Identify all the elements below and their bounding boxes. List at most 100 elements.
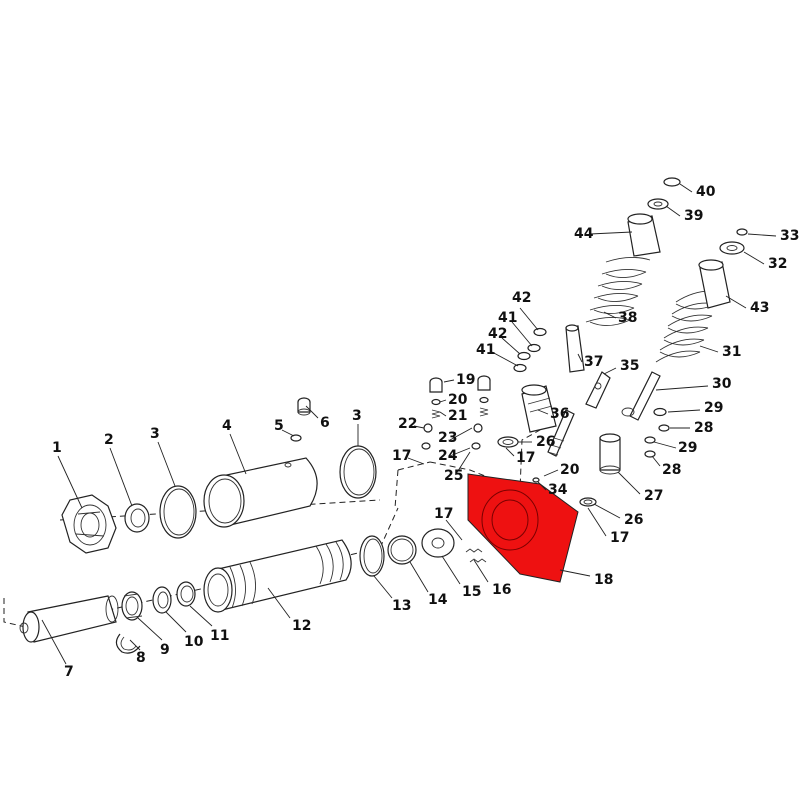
callout-18: 18 [594, 572, 613, 588]
leader-line-13 [373, 575, 393, 599]
part-35-link [585, 371, 611, 409]
callout-38: 38 [618, 310, 637, 326]
part-9-bushing [121, 591, 143, 621]
callout-33: 33 [780, 228, 799, 244]
callout-3b: 3 [352, 408, 362, 424]
part-24-25-seats [421, 442, 481, 450]
part-37-plunger [565, 324, 585, 373]
callout-17d: 17 [610, 530, 629, 546]
leader-line-11 [189, 605, 213, 627]
leader-line-31 [699, 345, 719, 353]
leader-line-41b [511, 321, 533, 347]
callout-17b: 17 [434, 506, 453, 522]
part-36b-threaded-stem [547, 409, 575, 457]
leader-line-4 [229, 433, 247, 475]
callout-17a: 17 [392, 448, 411, 464]
part-5-washer [290, 434, 302, 442]
callout-43: 43 [750, 300, 769, 316]
leader-line-22 [413, 425, 425, 429]
part-32-washer [719, 241, 745, 255]
callout-40: 40 [696, 184, 716, 200]
part-26-seal-upper [497, 436, 519, 448]
part-19-plug-left [429, 377, 443, 393]
callout-1: 1 [52, 440, 62, 456]
part-40-ring [663, 177, 681, 187]
callout-29a: 29 [704, 400, 723, 416]
callout-2: 2 [104, 432, 114, 448]
callout-30: 30 [712, 376, 732, 392]
part-12-ram [203, 539, 352, 613]
leader-line-18 [559, 569, 591, 577]
callout-42a: 42 [488, 326, 507, 342]
leader-line-17b [445, 519, 463, 541]
leader-line-6 [305, 405, 319, 419]
callout-41a: 41 [476, 342, 495, 358]
part-1-nut [61, 494, 117, 554]
callout-34: 34 [548, 482, 568, 498]
leader-line-30 [655, 385, 709, 391]
callout-19: 19 [456, 372, 475, 388]
leader-line-37 [577, 353, 583, 363]
part-30-plunger [621, 371, 661, 421]
leader-line-15 [441, 555, 461, 585]
leader-line-20b [543, 469, 559, 477]
leader-line-29a [667, 409, 701, 413]
callout-10: 10 [184, 634, 204, 650]
callout-31: 31 [722, 344, 741, 360]
callout-25: 25 [444, 468, 463, 484]
part-26-seal-lower [579, 497, 597, 507]
leader-line-1 [57, 455, 83, 509]
part-6-plug [297, 397, 311, 416]
callout-39: 39 [684, 208, 703, 224]
callout-23: 23 [438, 430, 457, 446]
callout-28a: 28 [694, 420, 713, 436]
leader-line-19 [443, 379, 455, 383]
callout-17c: 17 [516, 450, 535, 466]
part-14-back-ring [387, 535, 417, 565]
leader-line-42a [501, 337, 521, 355]
callout-4: 4 [222, 418, 232, 434]
leader-line-7 [41, 619, 67, 665]
part-33-ring [736, 228, 748, 236]
callout-37: 37 [584, 354, 603, 370]
leader-line-25 [455, 451, 471, 475]
callout-9: 9 [160, 642, 170, 658]
leader-line-9 [137, 617, 163, 641]
part-10-seal [152, 586, 172, 614]
leader-line-44 [589, 231, 633, 235]
leader-line-5 [281, 429, 295, 437]
leader-line-38 [603, 311, 617, 319]
leader-line-39 [665, 205, 681, 217]
leader-line-3a [157, 441, 176, 487]
callout-22: 22 [398, 416, 417, 432]
leader-line-12 [267, 587, 291, 619]
leader-line-32 [743, 251, 765, 265]
part-27-pump-barrel [599, 433, 621, 475]
leader-line-43 [725, 295, 747, 309]
callout-15: 15 [462, 584, 481, 600]
leader-line-10 [165, 611, 187, 633]
callout-28b: 28 [662, 462, 681, 478]
part-2-ring [124, 503, 150, 533]
leader-line-23 [449, 427, 473, 441]
part-41-42-seals [513, 327, 547, 373]
callout-26b: 26 [624, 512, 643, 528]
part-38-spring [585, 257, 651, 326]
part-3-o-ring-left [159, 485, 197, 539]
part-13-o-ring [359, 535, 385, 577]
leader-line-40 [679, 183, 693, 193]
leader-line-2 [109, 447, 133, 507]
leader-line-17d [587, 507, 607, 537]
callout-7: 7 [64, 664, 74, 680]
leader-line-17a [407, 457, 425, 465]
callout-27: 27 [644, 488, 663, 504]
leader-line-26b [593, 503, 621, 519]
part-36-pump-body [521, 384, 557, 433]
part-44-sleeve [627, 213, 661, 257]
part-4-outer-cylinder [203, 457, 318, 528]
part-39-washer [647, 198, 669, 210]
callout-24: 24 [438, 448, 458, 464]
part-3-o-ring-right [339, 445, 377, 499]
leader-line-24 [449, 447, 471, 457]
